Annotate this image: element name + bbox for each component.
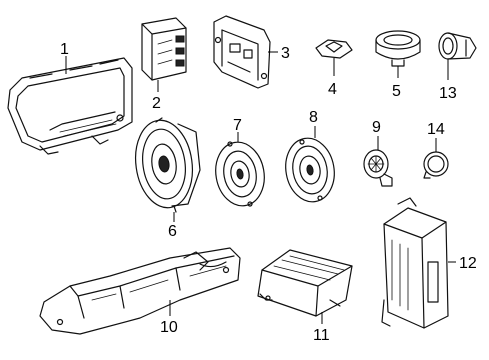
part-1-display-bezel (7, 57, 133, 155)
callout-7: 7 (233, 117, 242, 134)
part-7-speaker (215, 141, 265, 207)
callout-4: 4 (328, 81, 337, 98)
callout-8: 8 (309, 109, 318, 126)
part-11-amplifier (257, 249, 353, 317)
callout-2: 2 (152, 95, 161, 112)
callout-5: 5 (392, 83, 401, 100)
part-9-tweeter (363, 149, 393, 187)
part-6-large-speaker (135, 117, 201, 213)
callout-3: 3 (281, 45, 290, 62)
part-3-mounting-bracket (213, 15, 271, 89)
part-10-subwoofer-enclosure (39, 247, 241, 335)
callout-9: 9 (372, 119, 381, 136)
callout-14: 14 (427, 121, 445, 138)
callout-12: 12 (459, 255, 477, 272)
part-4-clip (315, 39, 353, 59)
part-5-ring-mount (375, 30, 421, 67)
part-14-tweeter-ring (423, 151, 449, 179)
callout-11: 11 (313, 327, 330, 344)
callout-1: 1 (60, 41, 69, 58)
callout-13: 13 (439, 85, 457, 102)
callout-6: 6 (168, 223, 177, 240)
part-13-connector (438, 32, 477, 60)
part-8-speaker (285, 137, 335, 203)
part-12-tall-module (381, 197, 449, 329)
callout-10: 10 (160, 319, 178, 336)
part-2-control-module (141, 17, 187, 81)
